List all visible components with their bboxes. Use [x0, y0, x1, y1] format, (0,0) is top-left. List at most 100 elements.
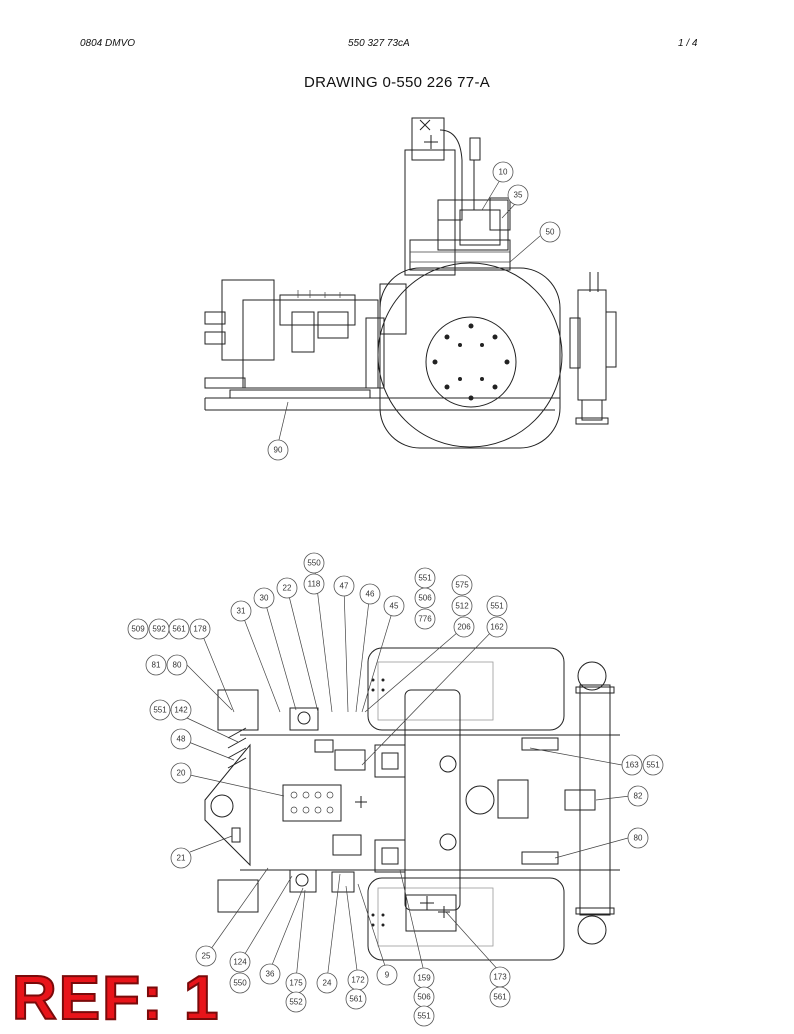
- callout-80-b: 80: [627, 827, 649, 849]
- svg-text:48: 48: [177, 735, 186, 744]
- svg-text:81: 81: [152, 661, 161, 670]
- callout-46: 46: [359, 583, 381, 605]
- header-page-number: 1 / 4: [678, 38, 698, 49]
- svg-text:20: 20: [177, 769, 186, 778]
- callout-592: 592: [148, 618, 170, 640]
- callout-172: 172: [347, 969, 369, 991]
- svg-text:90: 90: [274, 446, 283, 455]
- callout-22: 22: [276, 577, 298, 599]
- svg-text:80: 80: [634, 834, 643, 843]
- svg-text:45: 45: [390, 602, 399, 611]
- svg-text:21: 21: [177, 854, 186, 863]
- callout-50: 50: [539, 221, 561, 243]
- svg-text:159: 159: [417, 974, 431, 983]
- callout-551-c: 551: [149, 699, 171, 721]
- callout-9: 9: [376, 964, 398, 986]
- svg-text:550: 550: [307, 559, 321, 568]
- svg-text:30: 30: [260, 594, 269, 603]
- svg-text:172: 172: [351, 976, 365, 985]
- callout-82: 82: [627, 785, 649, 807]
- svg-text:509: 509: [131, 625, 145, 634]
- svg-text:175: 175: [289, 979, 303, 988]
- svg-text:561: 561: [349, 995, 363, 1004]
- callout-561-c: 561: [489, 986, 511, 1008]
- svg-text:592: 592: [152, 625, 166, 634]
- svg-text:506: 506: [418, 594, 432, 603]
- callout-206: 206: [453, 616, 475, 638]
- callout-80-a: 80: [166, 654, 188, 676]
- callout-36: 36: [259, 963, 281, 985]
- callout-24: 24: [316, 972, 338, 994]
- svg-text:142: 142: [174, 706, 188, 715]
- callout-550-top: 550: [303, 552, 325, 574]
- svg-text:550: 550: [233, 979, 247, 988]
- callout-35: 35: [507, 184, 529, 206]
- reference-stamp: REF: 1: [11, 964, 221, 1033]
- svg-text:10: 10: [499, 168, 508, 177]
- callout-173: 173: [489, 966, 511, 988]
- svg-text:551: 551: [153, 706, 167, 715]
- svg-text:47: 47: [340, 582, 349, 591]
- callout-90: 90: [267, 439, 289, 461]
- drawing-title: DRAWING 0-550 226 77-A: [303, 74, 491, 91]
- svg-text:31: 31: [237, 607, 246, 616]
- callout-47: 47: [333, 575, 355, 597]
- callout-45: 45: [383, 595, 405, 617]
- callout-20: 20: [170, 762, 192, 784]
- callout-31: 31: [230, 600, 252, 622]
- svg-text:206: 206: [457, 623, 471, 632]
- callout-118: 118: [303, 573, 325, 595]
- callout-575: 575: [451, 574, 473, 596]
- svg-text:162: 162: [490, 623, 504, 632]
- svg-text:506: 506: [417, 993, 431, 1002]
- callout-776: 776: [414, 608, 436, 630]
- callout-142: 142: [170, 699, 192, 721]
- svg-text:25: 25: [202, 952, 211, 961]
- callout-159: 159: [413, 967, 435, 989]
- callout-509: 509: [127, 618, 149, 640]
- svg-text:46: 46: [366, 590, 375, 599]
- callout-551-b: 551: [486, 595, 508, 617]
- svg-text:163: 163: [625, 761, 639, 770]
- callout-21: 21: [170, 847, 192, 869]
- header-document-code: 0804 DMVO: [80, 38, 136, 49]
- svg-text:22: 22: [283, 584, 292, 593]
- callout-48: 48: [170, 728, 192, 750]
- svg-text:561: 561: [172, 625, 186, 634]
- callout-506-b: 506: [413, 986, 435, 1008]
- callout-552: 552: [285, 991, 307, 1013]
- callout-550-bottom: 550: [229, 972, 251, 994]
- svg-text:35: 35: [514, 191, 523, 200]
- plan-view: [204, 647, 620, 961]
- callout-551-a: 551: [414, 567, 436, 589]
- svg-text:118: 118: [308, 580, 321, 589]
- svg-text:82: 82: [634, 792, 643, 801]
- svg-text:551: 551: [646, 761, 660, 770]
- callout-506-a: 506: [414, 587, 436, 609]
- svg-text:173: 173: [493, 973, 507, 982]
- svg-text:776: 776: [418, 615, 432, 624]
- svg-text:80: 80: [173, 661, 182, 670]
- svg-text:50: 50: [546, 228, 555, 237]
- svg-text:551: 551: [490, 602, 504, 611]
- svg-text:551: 551: [417, 1012, 431, 1021]
- callout-512: 512: [451, 595, 473, 617]
- callout-561-b: 561: [345, 988, 367, 1010]
- svg-text:36: 36: [266, 970, 275, 979]
- callout-178: 178: [189, 618, 211, 640]
- svg-text:575: 575: [455, 581, 469, 590]
- svg-text:561: 561: [493, 993, 507, 1002]
- svg-text:178: 178: [193, 625, 207, 634]
- callout-175: 175: [285, 972, 307, 994]
- header-part-number: 550 327 73cA: [348, 38, 410, 49]
- callout-551-d: 551: [642, 754, 664, 776]
- callout-561-a: 561: [168, 618, 190, 640]
- callout-162: 162: [486, 616, 508, 638]
- svg-text:124: 124: [233, 958, 247, 967]
- callout-25: 25: [195, 945, 217, 967]
- svg-text:551: 551: [418, 574, 432, 583]
- callout-30: 30: [253, 587, 275, 609]
- callout-81: 81: [145, 654, 167, 676]
- svg-text:512: 512: [455, 602, 469, 611]
